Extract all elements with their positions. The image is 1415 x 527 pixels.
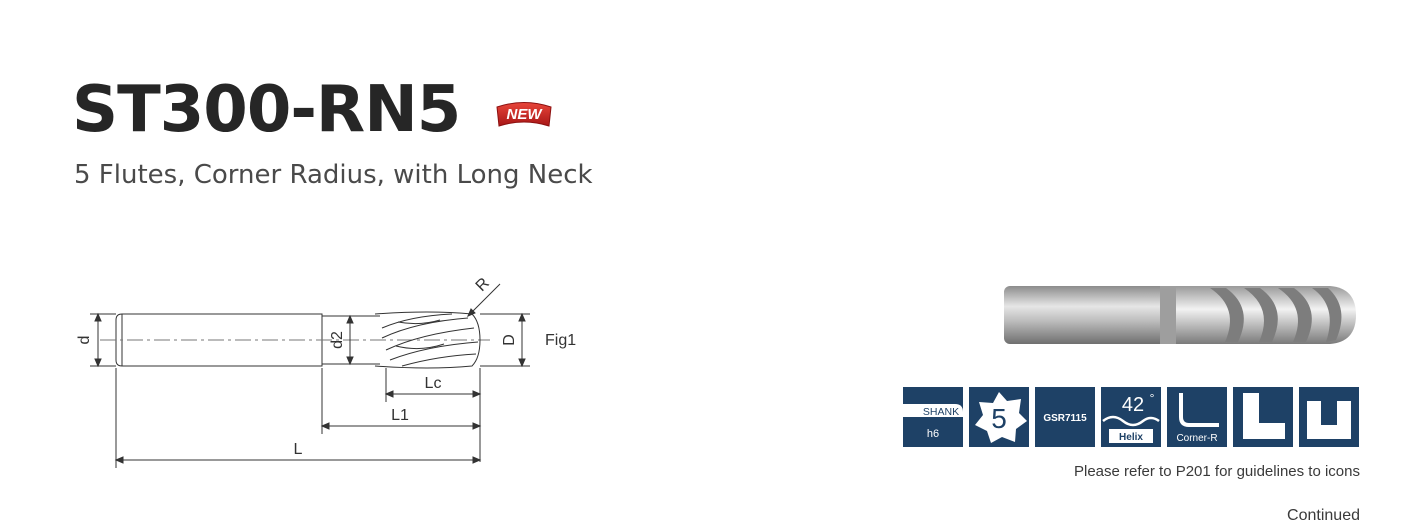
continued-label: Continued [1287,507,1360,524]
shank-h6-icon: SHANK h6 [903,387,963,447]
icon-guideline-note: Please refer to P201 for guidelines to i… [1073,463,1360,480]
new-badge: NEW [496,102,552,127]
slotting-icon [1299,387,1359,447]
new-badge-text: NEW [507,106,544,123]
dim-Lc-label: Lc [425,375,442,392]
end-mill-photo [1004,286,1356,344]
shank-tolerance: h6 [927,428,939,440]
product-subtitle: 5 Flutes, Corner Radius, with Long Neck [74,160,593,190]
grade-label: GSR7115 [1043,413,1087,424]
dim-d-label: d [76,336,93,345]
technical-drawing: d d2 D R Lc L1 L [76,275,530,468]
dim-R-label: R [473,275,493,295]
dim-D-label: D [501,334,518,346]
corner-label: Corner-R [1176,433,1217,444]
flute-count: 5 [991,403,1007,434]
dim-d2-label: d2 [329,331,346,349]
grade-gsr7115-icon: GSR7115 [1035,387,1095,447]
helix-angle: 42 [1122,394,1144,416]
shank-label: SHANK [923,406,959,418]
product-title: ST300-RN5 [72,73,461,147]
feature-icon-row: SHANK h6 5 GSR7115 42 ° Helix Corner-R [903,387,1359,447]
corner-radius-icon: Corner-R [1167,387,1227,447]
shoulder-milling-icon [1233,387,1293,447]
figure-label: Fig1 [545,332,577,349]
helix-degree-sign: ° [1150,391,1155,405]
helix-label: Helix [1119,432,1143,443]
dim-L1-label: L1 [391,407,409,424]
helix-42-icon: 42 ° Helix [1101,387,1161,447]
dim-L-label: L [294,441,303,458]
five-flutes-icon: 5 [969,387,1029,447]
